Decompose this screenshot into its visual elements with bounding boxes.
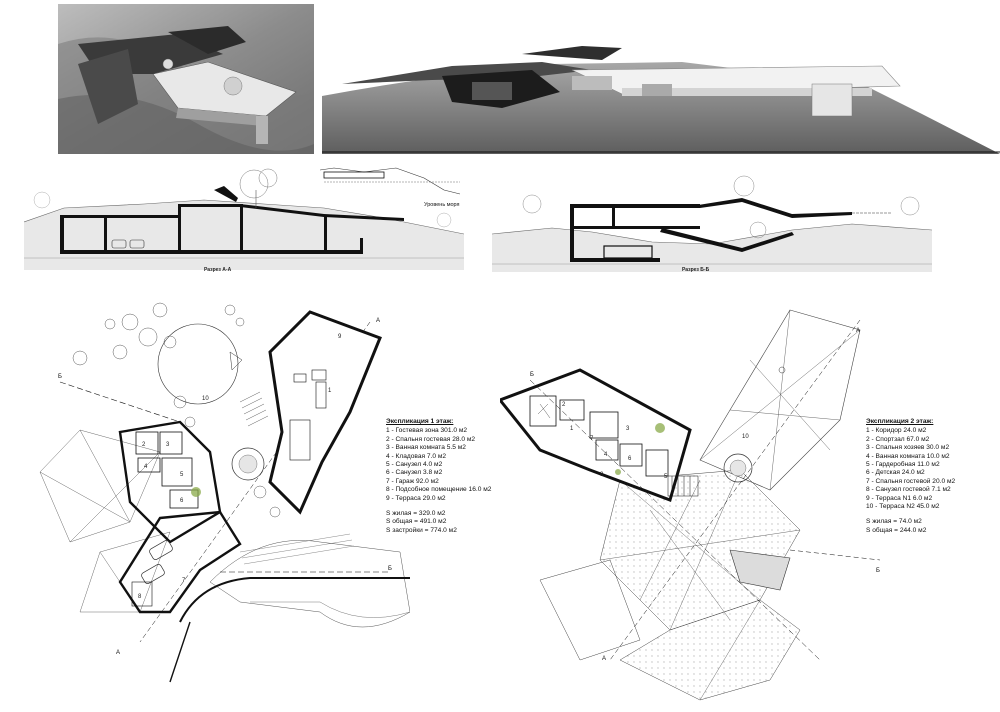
legend-floor-1-item: 1 - Гостевая зона 301.0 м2 <box>386 427 468 435</box>
sea-level-label: Уровень моря <box>424 202 460 208</box>
room-num-9: 9 <box>338 334 342 340</box>
legend-floor-2-total: S жилая = 74.0 м2 <box>866 518 922 526</box>
cut-mark-a-bottom: А <box>116 650 120 656</box>
legend-floor-2-item: 2 - Спортзал 67.0 м2 <box>866 435 930 443</box>
legend-floor-2-item: 4 - Ванная комната 10.0 м2 <box>866 452 950 460</box>
legend-floor-2-item: 10 - Терраса N2 45.0 м2 <box>866 503 940 511</box>
cut2-mark-a-top: А <box>856 328 860 334</box>
legend-floor-1-item: 3 - Ванная комната 5.5 м2 <box>386 444 466 452</box>
legend-floor-2: Экспликация 2 этаж: 1 - Коридор 24.0 м2 … <box>866 418 955 535</box>
section-a-caption: Разрез А-А <box>204 267 232 273</box>
legend-floor-2-total: S общая = 244.0 м2 <box>866 526 927 534</box>
legend-floor-1: Экспликация 1 этаж: 1 - Гостевая зона 30… <box>386 418 491 535</box>
legend-floor-2-item: 1 - Коридор 24.0 м2 <box>866 427 927 435</box>
legend-floor-2-item: 8 - Санузел гостевой 7.1 м2 <box>866 486 951 494</box>
legend-floor-1-item: 4 - Кладовая 7.0 м2 <box>386 452 447 460</box>
room2-num-5: 5 <box>664 474 668 480</box>
cut-mark-a-top: А <box>376 318 380 324</box>
room-num-10: 10 <box>202 396 209 402</box>
legend-floor-1-item: 5 - Санузел 4.0 м2 <box>386 461 443 469</box>
room2-num-6: 6 <box>628 456 632 462</box>
cut2-mark-b-right: Б <box>876 568 880 574</box>
floor-plan-2: 1 2 3 4 5 6 7 8 10 А А Б Б <box>500 300 900 710</box>
room-num-2: 2 <box>142 442 146 448</box>
legend-floor-1-total: S застройки = 774.0 м2 <box>386 526 457 534</box>
room2-num-2: 2 <box>562 402 566 408</box>
room2-num-1: 1 <box>570 426 574 432</box>
section-a-a: Уровень моря <box>24 160 464 270</box>
legend-floor-2-item: 5 - Гардеробная 11.0 м2 <box>866 461 940 469</box>
room2-num-7: 7 <box>590 436 594 442</box>
legend-floor-1-total: S жилая = 329.0 м2 <box>386 510 446 518</box>
legend-floor-1-total: S общая = 491.0 м2 <box>386 518 447 526</box>
legend-floor-2-item: 9 - Терраса N1 6.0 м2 <box>866 494 933 502</box>
room-num-1: 1 <box>328 388 332 394</box>
room2-num-4: 4 <box>604 452 608 458</box>
render-perspective <box>322 4 1000 154</box>
room-num-3: 3 <box>166 442 170 448</box>
room-num-8: 8 <box>138 594 142 600</box>
sea-level-inset <box>319 167 461 195</box>
room2-num-10: 10 <box>742 434 749 440</box>
legend-floor-2-item: 3 - Спальня хозяев 30.0 м2 <box>866 444 950 452</box>
cut-mark-b-right: Б <box>388 566 392 572</box>
legend-floor-2-item: 7 - Спальня гостевой 20.0 м2 <box>866 477 956 485</box>
legend-floor-2-title: Экспликация 2 этаж: <box>866 418 934 425</box>
room-num-7: 7 <box>182 578 186 584</box>
room2-num-3: 3 <box>626 426 630 432</box>
room-num-5: 5 <box>180 472 184 478</box>
legend-floor-1-item: 6 - Санузел 3.8 м2 <box>386 469 443 477</box>
render-aerial <box>58 4 314 154</box>
legend-floor-1-item: 9 - Терраса 29.0 м2 <box>386 494 446 502</box>
cut2-mark-b-left: Б <box>530 372 534 378</box>
section-b-b <box>492 168 932 272</box>
legend-floor-1-item: 8 - Подсобное помещение 16.0 м2 <box>386 486 492 494</box>
legend-floor-1-item: 7 - Гараж 92.0 м2 <box>386 477 439 485</box>
legend-floor-1-title: Экспликация 1 этаж: <box>386 418 454 425</box>
cut2-mark-a-bottom: А <box>602 656 606 662</box>
cut-mark-b-left: Б <box>58 374 62 380</box>
section-b-caption: Разрез Б-Б <box>682 267 710 273</box>
floor-plan-1: 1 2 3 4 5 6 7 8 9 10 А А Б Б <box>20 282 410 710</box>
legend-floor-1-item: 2 - Спальня гостевая 28.0 м2 <box>386 435 476 443</box>
room-num-4: 4 <box>144 464 148 470</box>
room2-num-8: 8 <box>600 472 604 478</box>
room-num-6: 6 <box>180 498 184 504</box>
legend-floor-2-item: 6 - Детская 24.0 м2 <box>866 469 925 477</box>
